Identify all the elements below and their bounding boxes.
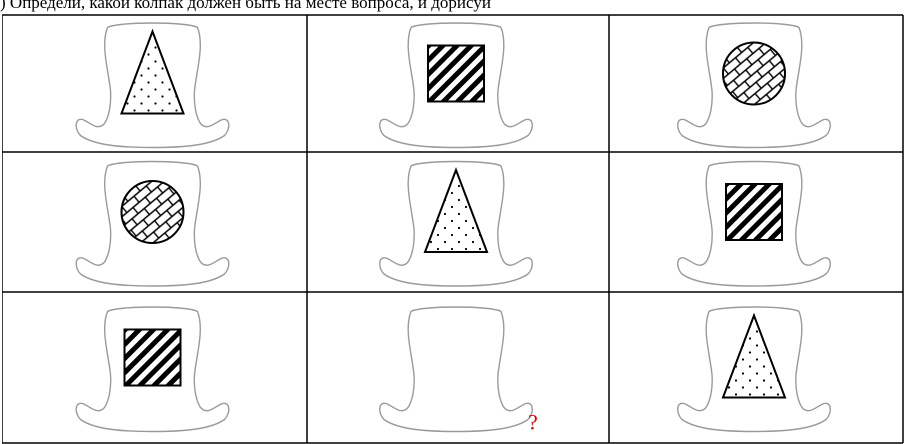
hat-cell-2-2: [380, 162, 533, 287]
striped-square: [125, 330, 181, 386]
hat-cell-1-3: [678, 23, 831, 148]
brick-circle: [723, 43, 785, 105]
brick-circle: [122, 181, 184, 243]
hat-cell-2-1: [76, 162, 229, 287]
hat-cell-3-3: [678, 307, 831, 432]
task-instruction-text: ) Определи, какой колпак должен быть на …: [0, 0, 905, 13]
hat-cell-1-2: [380, 23, 533, 148]
hat-puzzle-grid: ?: [2, 14, 905, 444]
striped-square: [428, 46, 484, 102]
hat-cell-3-2: ?: [380, 307, 538, 435]
hat-cell-1-1: [76, 23, 229, 148]
question-mark: ?: [528, 410, 538, 435]
hat-cell-2-3: [678, 162, 831, 287]
grid-canvas: ?: [2, 14, 905, 444]
hat-cell-3-1: [76, 307, 229, 432]
striped-square: [726, 184, 782, 240]
hat-outline: [380, 307, 533, 432]
